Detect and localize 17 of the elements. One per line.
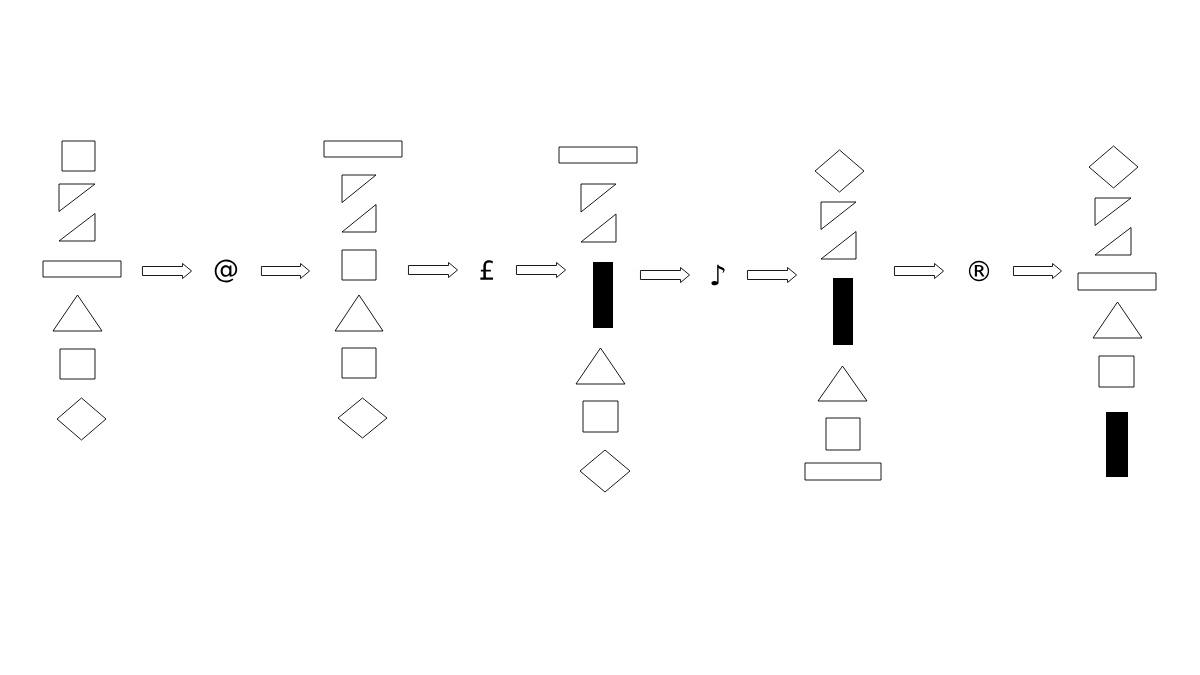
block-arrow	[408, 262, 458, 278]
block-arrow	[747, 267, 797, 283]
block-arrow	[894, 263, 944, 279]
shape-stack-drawing	[42, 140, 122, 441]
shape-stack-drawing	[1077, 145, 1157, 477]
block-arrow	[640, 267, 690, 283]
block-arrow	[261, 263, 310, 279]
symbol: @	[214, 259, 238, 283]
symbol: ®	[968, 260, 990, 282]
shape-stack-drawing	[558, 146, 638, 493]
symbol: ♪	[711, 264, 725, 286]
symbol: £	[480, 260, 493, 280]
block-arrow	[516, 262, 566, 278]
shape-stack-drawing	[804, 149, 882, 481]
block-arrow	[142, 263, 192, 279]
block-arrow	[1013, 263, 1062, 279]
shape-stack-drawing	[323, 140, 403, 439]
